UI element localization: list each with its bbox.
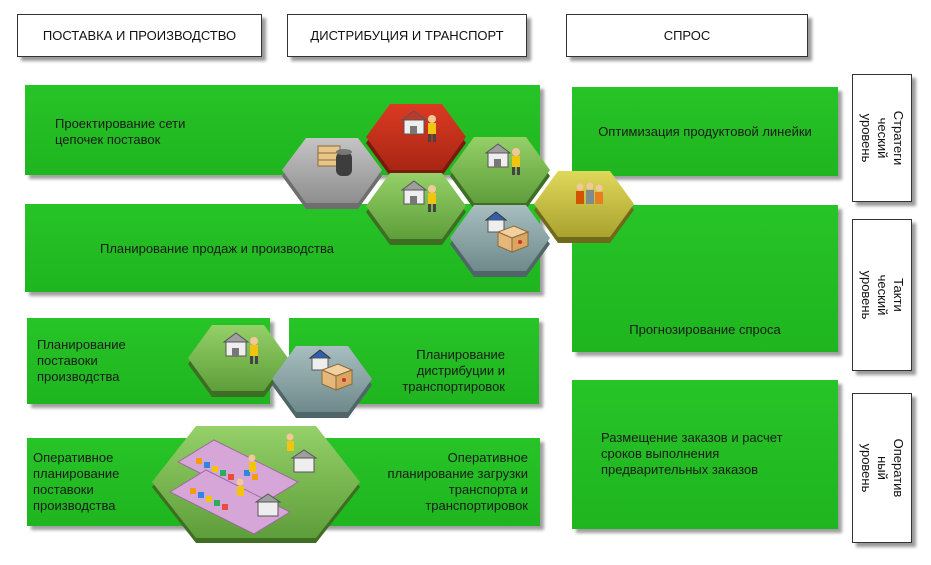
level-strategic: Стратеги ческий уровень: [852, 74, 912, 202]
text-supply-planning: Планирование поставоки производства: [37, 337, 126, 384]
factory-line-icon: [168, 433, 318, 535]
warehouse-worker-icon: [400, 110, 436, 142]
hex-green-top: [450, 137, 550, 209]
hex-red: [366, 104, 466, 176]
text-op-transport: Оперативное планирование загрузки трансп…: [387, 450, 528, 513]
text-op-supply: Оперативное планирование поставоки произ…: [33, 450, 120, 513]
text-dist-planning: Планирование дистрибуции и транспортиров…: [402, 347, 505, 394]
hex-blue-grey-tactical: [272, 346, 372, 418]
warehouse-box-icon: [484, 211, 530, 253]
header-demand: СПРОС: [566, 14, 808, 57]
hex-green-tactical: [188, 325, 288, 397]
warehouse-worker-icon: [400, 180, 436, 212]
text-demand-forecast: Прогнозирование спроса: [629, 322, 781, 337]
barrels-icon: [317, 145, 352, 176]
box-product-line: [572, 87, 838, 176]
hex-grey-barrels: [282, 138, 382, 209]
warehouse-box-icon: [308, 349, 354, 391]
text-sales-production: Планирование продаж и производства: [100, 241, 334, 256]
warehouse-worker-icon: [484, 143, 520, 175]
hex-green-middle: [366, 173, 466, 245]
warehouse-worker-icon: [222, 332, 258, 364]
box-order-placement: [572, 380, 838, 529]
text-network-design: Проектирование сети цепочек поставок: [55, 116, 186, 147]
text-product-line: Оптимизация продуктовой линейки: [598, 124, 812, 139]
text-order-placement: Размещение заказов и расчет сроков выпол…: [601, 430, 783, 477]
level-tactical: Такти ческий уровень: [852, 219, 912, 371]
hex-operational: [152, 426, 360, 543]
header-supply-production: ПОСТАВКА И ПРОИЗВОДСТВО: [17, 14, 262, 57]
people-icon: [576, 182, 603, 204]
header-distribution-transport: ДИСТРИБУЦИЯ И ТРАНСПОРТ: [287, 14, 527, 57]
hex-blue-grey-top: [450, 205, 550, 277]
hex-yellow: [534, 171, 634, 243]
level-operational: Оператив ный уровень: [852, 393, 912, 543]
